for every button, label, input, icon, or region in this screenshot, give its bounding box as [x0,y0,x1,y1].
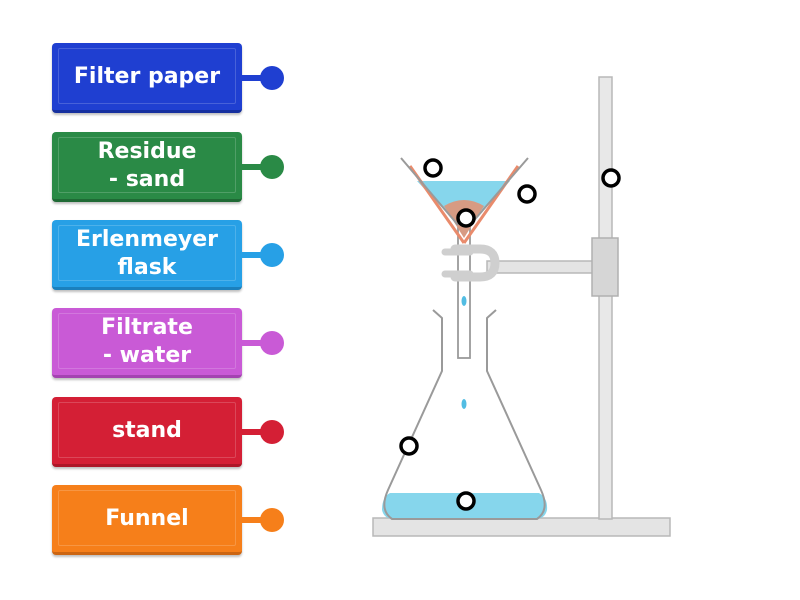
boss-head [591,237,619,297]
water-drop [461,399,467,409]
funnel-cone [400,157,529,226]
label-connector-dot[interactable] [260,420,284,444]
label-connector [242,164,270,170]
label-card[interactable]: Residue - sand [52,132,242,202]
label-connector-dot[interactable] [260,243,284,267]
drop-target-1[interactable] [423,158,443,178]
label-connector-dot[interactable] [260,331,284,355]
label-connector-dot[interactable] [260,508,284,532]
label-connector-dot[interactable] [260,66,284,90]
label-connector [242,429,270,435]
label-card[interactable]: Filter paper [52,43,242,113]
label-connector [242,517,270,523]
label-text: Filter paper [73,63,221,89]
label-connector-dot[interactable] [260,155,284,179]
stand-base [372,517,671,537]
drop-target-2[interactable] [517,184,537,204]
clamp-jaws [441,248,474,278]
label-text: Funnel [105,505,189,531]
drop-target-6[interactable] [456,491,476,511]
erlenmeyer-flask [383,309,546,520]
label-text: stand [112,417,182,443]
drop-target-5[interactable] [399,436,419,456]
label-text: Residue - sand [97,138,197,192]
label-connector [242,252,270,258]
clamp-arm [486,260,594,274]
label-text: Erlenmeyer flask [76,226,218,280]
water-drop [461,296,467,306]
clamp-ring [450,244,500,282]
drop-target-4[interactable] [601,168,621,188]
drop-target-3[interactable] [456,208,476,228]
label-text: Filtrate - water [101,314,193,368]
stand-rod [598,76,613,520]
label-card[interactable]: Funnel [52,485,242,555]
label-connector [242,75,270,81]
label-card[interactable]: Filtrate - water [52,308,242,378]
label-card[interactable]: stand [52,397,242,467]
label-card[interactable]: Erlenmeyer flask [52,220,242,290]
label-connector [242,340,270,346]
